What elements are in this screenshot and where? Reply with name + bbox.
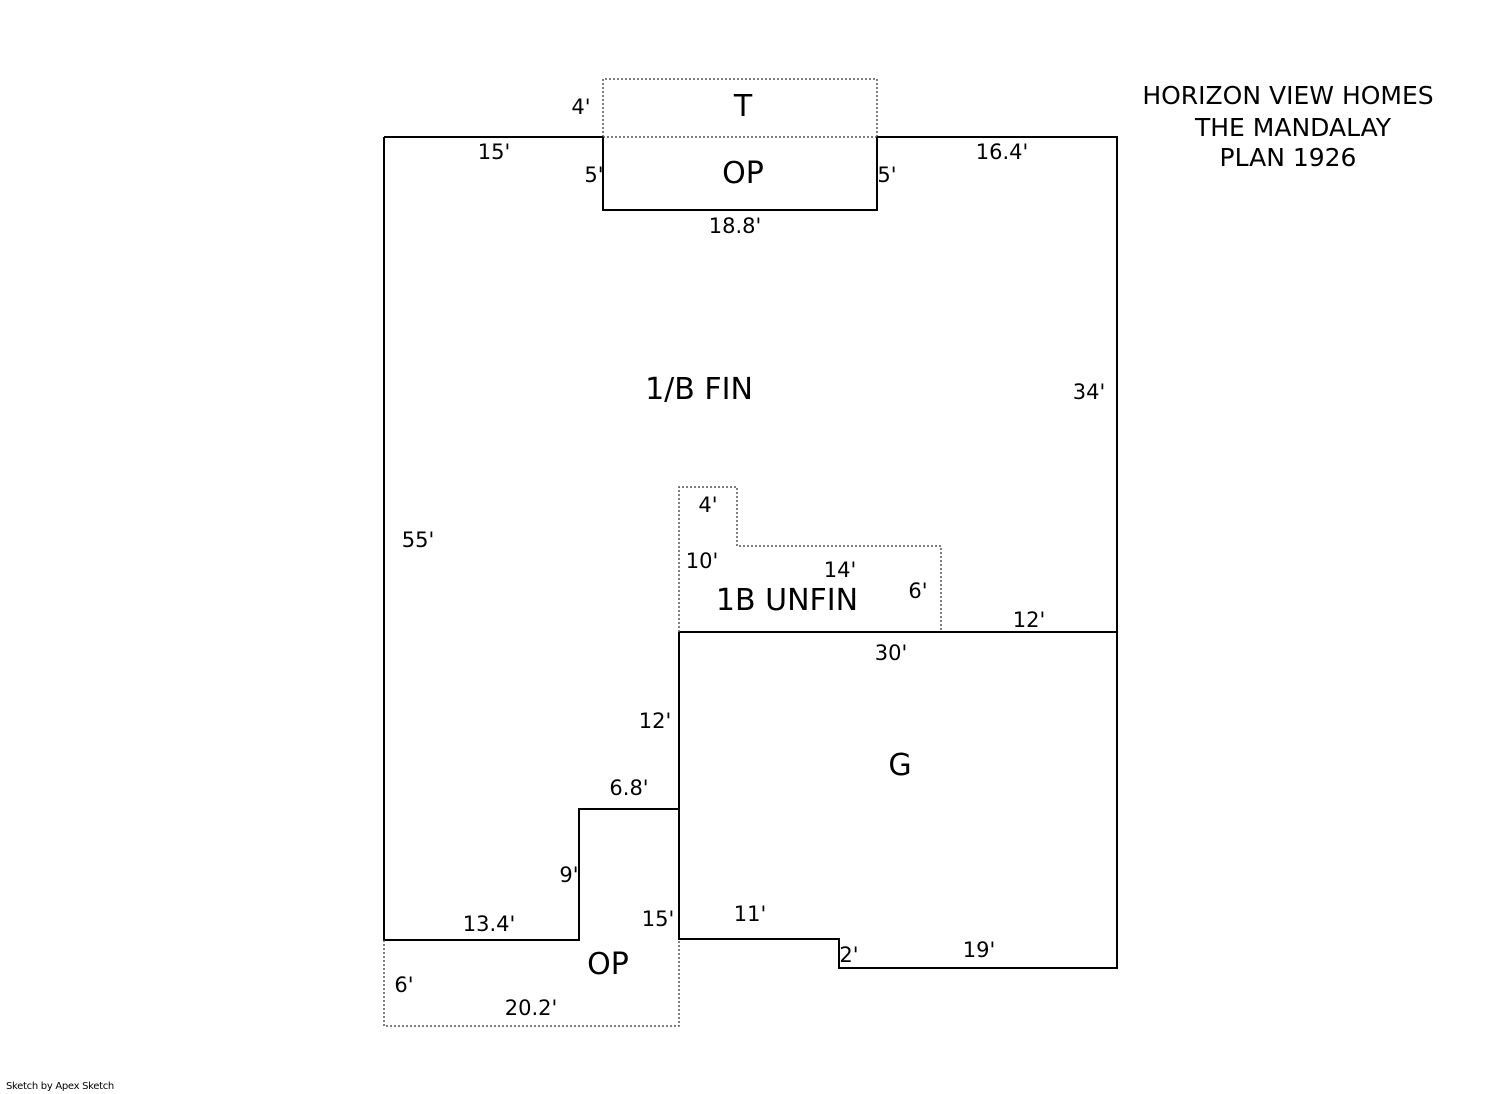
dim-label: 12' — [639, 709, 672, 733]
dim-label: 6' — [908, 579, 927, 603]
dim-label: 15' — [478, 140, 511, 164]
title-line-3: PLAN 1926 — [1220, 143, 1357, 172]
dim-label: 15' — [642, 907, 675, 931]
footer-credit: Sketch by Apex Sketch — [6, 1081, 114, 1092]
room-garage: G — [888, 748, 911, 783]
room-main: 1/B FIN — [645, 372, 753, 407]
main-outline — [383, 136, 1118, 969]
dim-label: 5' — [877, 163, 896, 187]
dim-label: 18.8' — [709, 214, 762, 238]
unfin-outline — [678, 486, 942, 632]
terrace-outline — [602, 78, 878, 138]
dim-label: 30' — [875, 641, 908, 665]
room-op-top: OP — [722, 156, 764, 191]
dim-label: 34' — [1073, 380, 1106, 404]
dim-label: 4' — [571, 95, 590, 119]
dim-label: 6' — [394, 973, 413, 997]
dim-label: 19' — [963, 938, 996, 962]
dim-label: 20.2' — [505, 996, 558, 1020]
dim-label: 12' — [1013, 608, 1046, 632]
title-line-1: HORIZON VIEW HOMES — [1142, 81, 1433, 110]
room-unfin: 1B UNFIN — [716, 583, 858, 618]
dim-label: 4' — [698, 493, 717, 517]
dim-label: 13.4' — [463, 912, 516, 936]
dim-label: 14' — [824, 558, 857, 582]
dim-label: 2' — [839, 943, 858, 967]
dim-label: 5' — [584, 163, 603, 187]
title-line-2: THE MANDALAY — [1194, 113, 1392, 142]
dim-label: 55' — [402, 528, 435, 552]
room-op-bottom: OP — [587, 947, 629, 982]
op-top-outline — [602, 137, 878, 211]
op-bottom-outline — [383, 939, 680, 1027]
dim-label: 10' — [686, 549, 719, 573]
dim-label: 16.4' — [976, 140, 1029, 164]
room-terrace: T — [733, 89, 753, 124]
dim-label: 9' — [559, 863, 578, 887]
dim-label: 11' — [734, 902, 767, 926]
dim-label: 6.8' — [609, 776, 648, 800]
